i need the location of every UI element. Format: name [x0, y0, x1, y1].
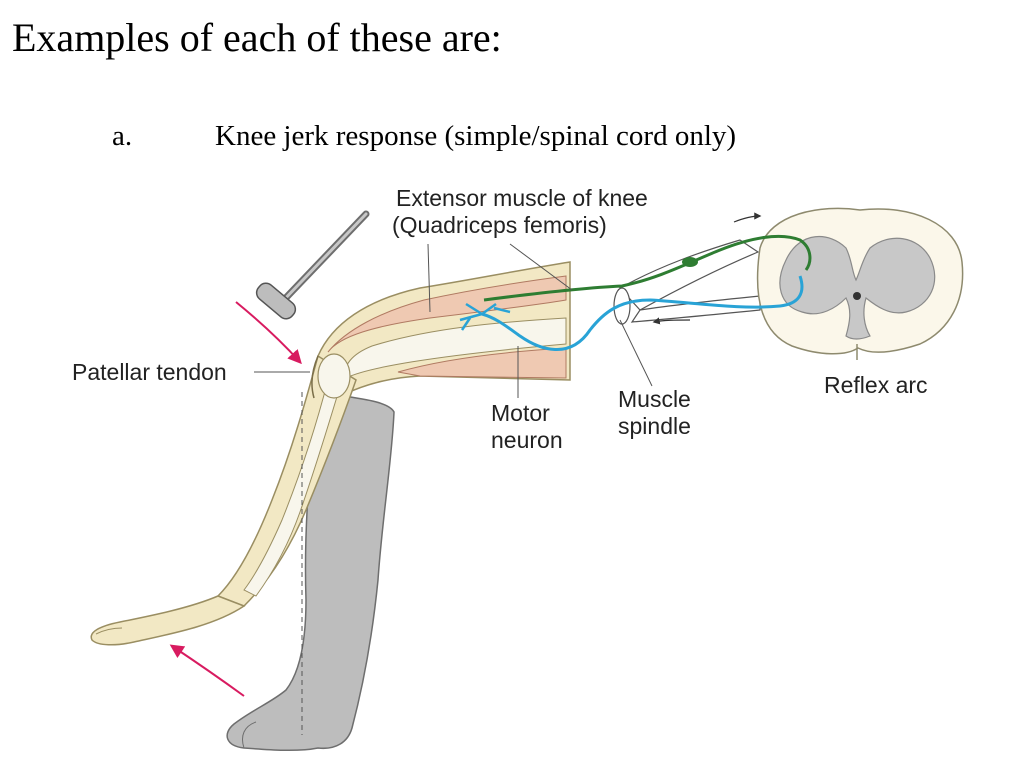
sensory-ganglion [682, 257, 698, 267]
standing-leg [226, 391, 395, 752]
motion-arrow-icon [235, 301, 302, 365]
bullet-marker: a. [112, 120, 133, 152]
muscle-spindle-sublabel: spindle [618, 413, 691, 439]
motion-arrow-icon [169, 644, 245, 697]
bullet-text: Knee jerk response (simple/spinal cord o… [215, 120, 737, 152]
leader-lines [254, 243, 653, 398]
spinal-cord-section [756, 207, 964, 360]
extensor-muscle-sublabel: (Quadriceps femoris) [392, 212, 607, 238]
slide-title: Examples of each of these are: [12, 15, 502, 60]
nerve-bundle [613, 212, 762, 325]
motor-neuron [481, 275, 804, 351]
reflex-arc-label: Reflex arc [824, 372, 928, 398]
reflex-hammer-icon [255, 210, 370, 320]
sensory-neuron [483, 234, 812, 302]
motor-neuron-label: Motor [491, 400, 550, 426]
extensor-muscle-label: Extensor muscle of knee [396, 185, 648, 211]
motor-end-plate [459, 302, 511, 331]
muscle-spindle-label: Muscle [618, 386, 691, 412]
motor-neuron-sublabel: neuron [491, 427, 563, 453]
patellar-tendon-label: Patellar tendon [72, 359, 227, 385]
